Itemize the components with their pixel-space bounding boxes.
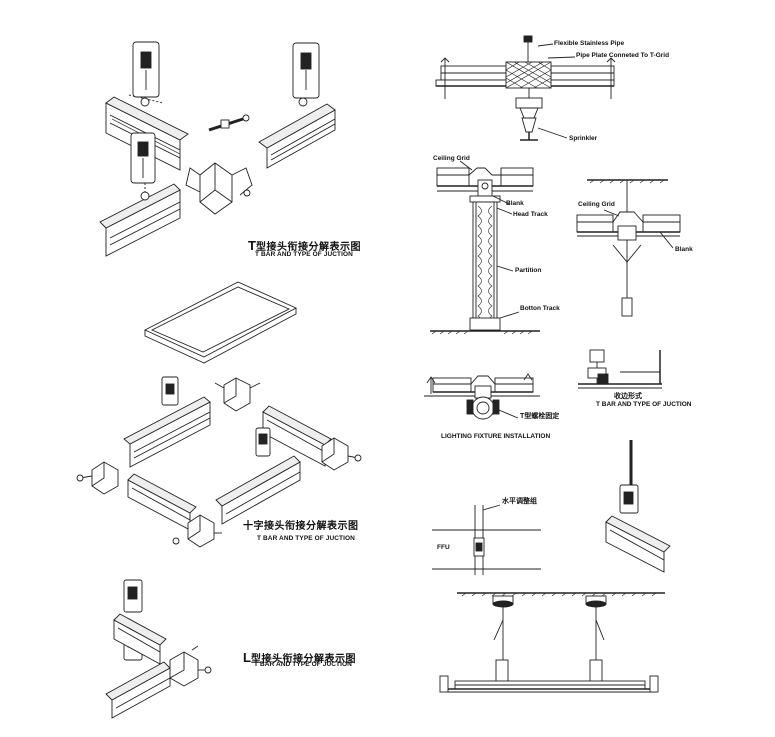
- t-bar-with-clamp: [605, 440, 671, 573]
- partition-label: Partition: [515, 267, 542, 274]
- sprinkler-detail: [435, 35, 616, 141]
- junction-connector: [169, 645, 212, 687]
- junction-connector: [214, 377, 261, 412]
- t-junction-en-title: T BAR AND TYPE OF JUCTION: [255, 251, 353, 258]
- t-bar-profile: [123, 396, 211, 468]
- t-junction-exploded-view: [99, 41, 336, 257]
- l-junction-exploded-view: [105, 579, 212, 719]
- l-junction-en-title: T BAR AND TYPE OF JUCTION: [254, 661, 352, 668]
- wall-edge-en-title: T BAR AND TYPE OF JUCTION: [596, 401, 692, 408]
- bolt-part: [208, 114, 250, 132]
- junction-connector: [321, 437, 362, 471]
- ffu-detail: [432, 504, 541, 575]
- cross-junction-en-title: T BAR AND TYPE OF JUCTION: [257, 535, 355, 542]
- sprinkler-label: Sprinkler: [569, 135, 598, 142]
- t-junction-caption: T型接头衔接分解表示图: [248, 238, 361, 254]
- t-bar-profile: [105, 661, 171, 719]
- clamp-part: [292, 42, 320, 107]
- t-bar-profile: [262, 405, 332, 467]
- head-track-label: Head Track: [513, 211, 548, 218]
- bottom-track-label: Botton Track: [520, 305, 560, 312]
- pipe-plate-label: Pipe Plate Conneted To T-Grid: [576, 52, 670, 59]
- hanger-detail: [576, 179, 681, 317]
- t-bolt-fix-label: T型螺栓固定: [520, 413, 560, 420]
- junction-connector: [76, 461, 119, 495]
- t-bar-profile: [127, 473, 197, 531]
- clamp-part: [128, 41, 164, 107]
- t-junction-letter: T: [248, 238, 256, 253]
- clamp-part: [130, 132, 156, 184]
- wall-edge-cn-title: 收边形式: [614, 393, 642, 400]
- partition-detail: [430, 160, 540, 335]
- partition-blank-label: Blank: [506, 200, 524, 207]
- cross-junction-exploded-view: [76, 281, 362, 548]
- t-bar-profile: [258, 103, 336, 169]
- lighting-fixture-title: LIGHTING FIXTURE INSTALLATION: [441, 433, 551, 440]
- cross-junction-cn-title: 十字接头衔接分解表示图: [243, 521, 359, 532]
- ceiling-panel: [143, 281, 298, 364]
- level-adjust-label: 水平调整组: [502, 498, 537, 505]
- suspended-grid-elevation: [439, 592, 665, 693]
- t-bar-profile: [99, 183, 181, 257]
- hanger-blank-label: Blank: [675, 246, 693, 253]
- hanger-ceiling-grid-label: Ceiling Grid: [578, 201, 615, 208]
- flexible-pipe-label: Flexible Stainless Pipe: [554, 40, 625, 47]
- ffu-label: FFU: [437, 544, 450, 551]
- partition-ceiling-grid-label: Ceiling Grid: [433, 155, 470, 162]
- junction-connector: [172, 514, 222, 548]
- lighting-fixture-detail: [424, 373, 540, 420]
- junction-connector: [185, 162, 253, 215]
- l-junction-cn-title: 型接头衔接分解表示图: [250, 654, 356, 665]
- l-junction-letter: L: [243, 650, 251, 665]
- t-junction-cn-title: 型接头衔接分解表示图: [255, 242, 361, 253]
- l-junction-caption: L型接头衔接分解表示图: [243, 650, 356, 666]
- t-bar-profile: [215, 455, 301, 525]
- t-bar-profile: [605, 515, 671, 573]
- wall-edge-detail: [578, 349, 662, 389]
